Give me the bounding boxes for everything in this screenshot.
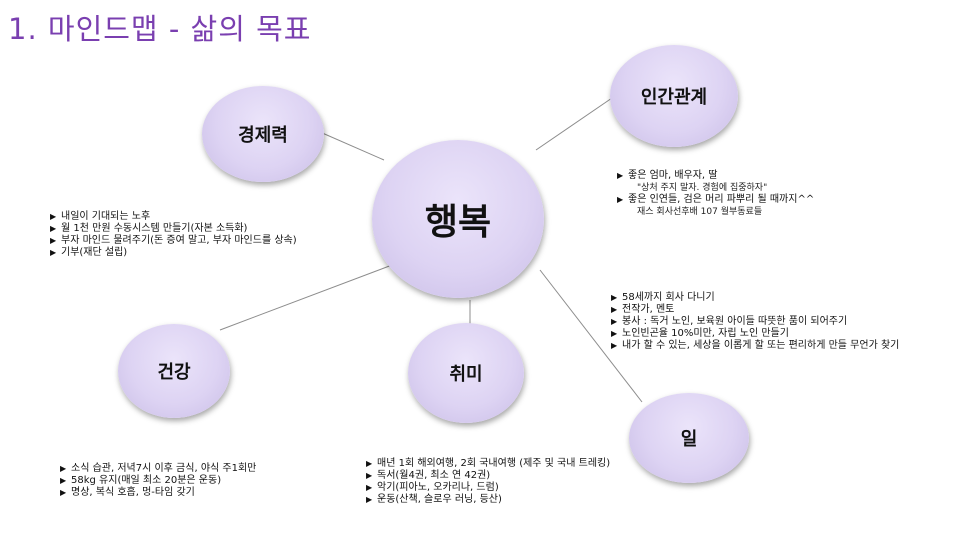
list-item: 58kg 유지(매일 최소 20분은 운동) xyxy=(60,475,256,487)
list-item: 내가 할 수 있는, 세상을 이롭게 할 또는 편리하게 만들 무언가 찾기 xyxy=(611,340,899,352)
list-item: 부자 마인드 물려주기(돈 증여 말고, 부자 마인드를 상속) xyxy=(50,235,297,247)
list-subitem: "상처 주지 말자. 경험에 집중하자" xyxy=(637,183,768,193)
topic-label-relations: 인간관계 xyxy=(640,87,708,108)
topic-node-relations: 인간관계 xyxy=(610,45,738,147)
list-item: 독서(월4권, 최소 연 42권) xyxy=(366,470,610,482)
list-item: 기부(재단 설립) xyxy=(50,247,297,259)
list-item: 명상, 복식 호흡, 멍-타임 갖기 xyxy=(60,487,256,499)
topic-node-economy: 경제력 xyxy=(202,86,324,182)
link-economy xyxy=(319,131,385,161)
list-item: 악기(피아노, 오카리나, 드럼) xyxy=(366,482,610,494)
economy-goals-list: 내일이 기대되는 노후 월 1천 만원 수동시스템 만들기(자본 소득화) 부자… xyxy=(50,211,297,259)
work-goals-list: 58세까지 회사 다니기 전작가, 멘토 봉사 : 독거 노인, 보육원 아이들… xyxy=(611,292,899,352)
topic-label-health: 건강 xyxy=(157,362,191,383)
list-item: 매년 1회 해외여행, 2회 국내여행 (제주 및 국내 트레킹) xyxy=(366,458,610,470)
list-item: 좋은 인연들, 검은 머리 파뿌리 될 때까지^^ xyxy=(617,194,814,206)
link-health xyxy=(219,264,393,331)
relations-goals-list: 좋은 엄마, 배우자, 딸 "상처 주지 말자. 경험에 집중하자" 좋은 인연… xyxy=(617,170,814,218)
topic-label-economy: 경제력 xyxy=(238,125,288,146)
topic-label-hobby: 취미 xyxy=(449,364,483,385)
topic-node-health: 건강 xyxy=(118,324,230,418)
center-label: 행복 xyxy=(424,202,492,243)
list-item: 소식 습관, 저녁7시 이후 금식, 야식 주1회만 xyxy=(60,463,256,475)
topic-node-hobby: 취미 xyxy=(408,323,524,423)
center-node-happiness: 행복 xyxy=(372,140,544,298)
topic-node-work: 일 xyxy=(629,393,749,483)
list-item: 좋은 엄마, 배우자, 딸 xyxy=(617,170,814,182)
list-item: 58세까지 회사 다니기 xyxy=(611,292,899,304)
list-item: 월 1천 만원 수동시스템 만들기(자본 소득화) xyxy=(50,223,297,235)
list-subitem: 재스 회사선후배 107 월부동료들 xyxy=(637,207,763,217)
link-work xyxy=(539,269,643,403)
hobby-goals-list: 매년 1회 해외여행, 2회 국내여행 (제주 및 국내 트레킹) 독서(월4권… xyxy=(366,458,610,506)
list-item: 운동(산책, 슬로우 러닝, 등산) xyxy=(366,494,610,506)
list-item: 전작가, 멘토 xyxy=(611,304,899,316)
page-title: 1. 마인드맵 - 삶의 목표 xyxy=(8,12,312,46)
topic-label-work: 일 xyxy=(680,429,698,450)
link-relations xyxy=(535,97,613,151)
list-item: 노인빈곤율 10%미만, 자립 노인 만들기 xyxy=(611,328,899,340)
health-goals-list: 소식 습관, 저녁7시 이후 금식, 야식 주1회만 58kg 유지(매일 최소… xyxy=(60,463,256,499)
list-item: 봉사 : 독거 노인, 보육원 아이들 따뜻한 품이 되어주기 xyxy=(611,316,899,328)
list-item: 내일이 기대되는 노후 xyxy=(50,211,297,223)
